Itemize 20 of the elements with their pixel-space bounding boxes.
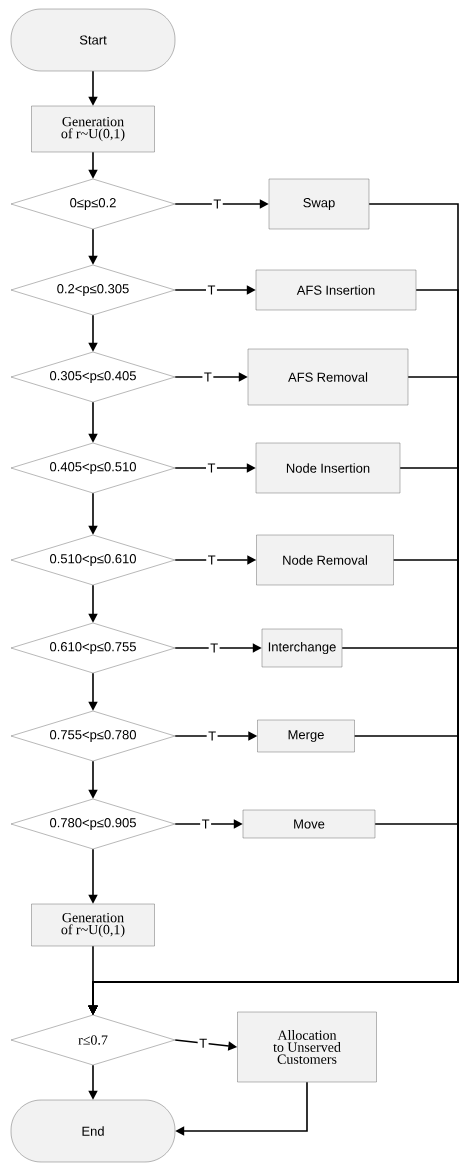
process-box: Interchange	[261, 628, 343, 668]
edge-label: T	[206, 554, 218, 566]
edge-label: T	[206, 730, 218, 742]
process-box: Swap	[268, 178, 370, 230]
edge-label: T	[211, 198, 223, 210]
process-box: Node Removal	[256, 534, 394, 586]
edge-label: T	[208, 642, 220, 654]
edge-label: T	[206, 462, 217, 474]
edge-label: T	[197, 1037, 209, 1050]
process-box: Move	[242, 809, 376, 839]
edge-label: T	[202, 371, 214, 383]
edge-label: T	[206, 284, 217, 296]
process-box: AFS Removal	[247, 348, 409, 406]
process-box: Generation of r~U(0,1)	[31, 105, 155, 153]
edge-label: T	[200, 818, 212, 830]
process-box: Generation of r~U(0,1)	[31, 903, 155, 947]
process-box: AFS Insertion	[255, 269, 417, 311]
process-box: Node Insertion	[255, 442, 401, 494]
process-box: Allocation to Unserved Customers	[237, 1011, 377, 1083]
process-box: Merge	[257, 719, 355, 753]
